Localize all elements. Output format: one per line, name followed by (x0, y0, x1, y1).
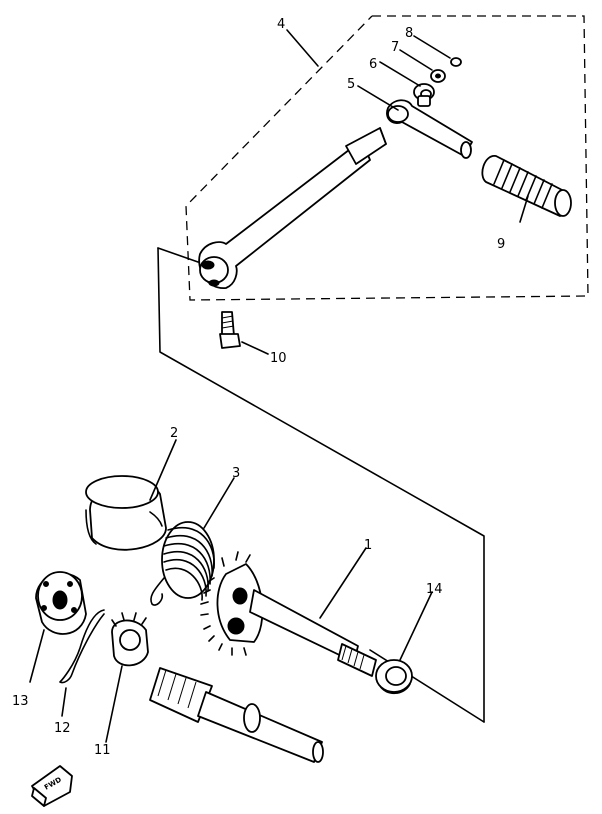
collar-part-2 (85, 475, 167, 551)
kick-crank-assembly-boundary (185, 15, 589, 301)
kick-crank-arm (198, 127, 387, 289)
kick-grip (481, 155, 572, 217)
callout-labels: 4 8 7 6 5 9 10 2 3 1 14 13 12 11 (12, 17, 505, 758)
callout-12: 12 (54, 721, 71, 736)
callout-4: 4 (277, 17, 285, 32)
washer-part-7 (430, 69, 446, 83)
callout-14: 14 (426, 582, 443, 597)
kick-spring (150, 521, 215, 606)
callout-10: 10 (270, 351, 287, 366)
leader-lines (29, 29, 529, 743)
output-shaft (149, 667, 324, 763)
kick-shaft-assembly-boundary (157, 247, 485, 723)
spring-clip-part-12 (59, 609, 105, 684)
callout-7: 7 (391, 40, 399, 55)
ratchet-wheel (111, 612, 149, 667)
callout-11: 11 (94, 743, 111, 758)
kick-crank-boss (386, 99, 473, 159)
callout-9: 9 (497, 237, 505, 252)
callout-1: 1 (364, 538, 372, 553)
callout-5: 5 (347, 77, 355, 92)
callout-2: 2 (170, 426, 178, 441)
kick-ratchet (35, 571, 87, 635)
callout-8: 8 (405, 26, 413, 41)
front-arrow-icon: FWD (31, 765, 73, 807)
callout-6: 6 (369, 57, 377, 72)
bolt-part-6 (413, 83, 435, 107)
kick-shaft (200, 551, 377, 677)
callout-13: 13 (12, 694, 29, 709)
bolt-part-10 (219, 311, 241, 349)
circlip-part-8 (450, 57, 462, 67)
callout-3: 3 (232, 466, 240, 481)
washer-part-14 (375, 659, 413, 695)
